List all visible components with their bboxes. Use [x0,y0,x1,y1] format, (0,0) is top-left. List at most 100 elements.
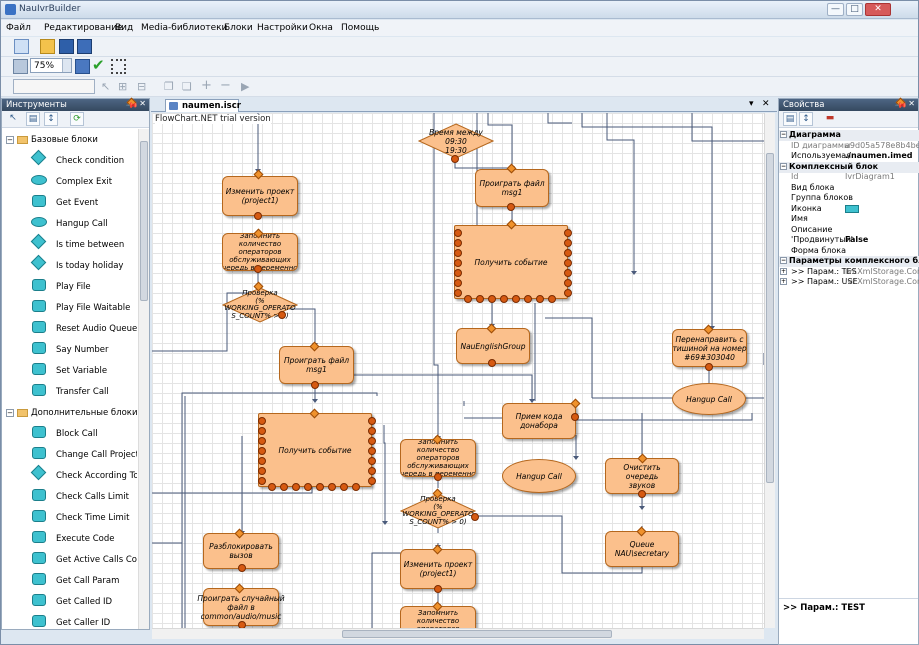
output-port-icon[interactable] [454,249,462,257]
output-port-icon[interactable] [454,239,462,247]
menu-windows[interactable]: Окна [309,23,333,33]
output-port-icon[interactable] [454,279,462,287]
play-random-node[interactable]: Проиграть случайный файл в common/audio/… [197,588,285,626]
change-project-node-1[interactable]: Изменить проект (project1) [222,176,298,216]
output-port-icon[interactable] [368,417,376,425]
close-button[interactable]: ✕ [865,3,891,16]
unblock-call-node[interactable]: Разблокировать вызов [203,533,279,569]
sort-az-icon[interactable]: ↕ [799,112,813,126]
hangup-call-node-2[interactable]: Hangup Call [502,459,576,493]
canvas-hscrollbar[interactable] [152,628,764,639]
remove-property-icon[interactable]: ▬ [825,113,835,123]
tool-item[interactable]: Change Call Project [32,447,137,460]
open-folder-icon[interactable] [40,39,55,54]
output-port-icon[interactable] [258,467,266,475]
tool-item[interactable]: Get Caller ID [32,615,110,628]
block-combo[interactable] [13,79,95,94]
output-port-icon[interactable] [434,473,442,481]
canvas-vscrollbar[interactable] [764,113,775,628]
remove-icon[interactable]: − [220,78,231,93]
output-port-icon[interactable] [328,483,336,491]
play-file-msg1-top[interactable]: Проиграть файл msg1 [475,169,549,207]
property-row[interactable]: 'Продвинутый'False [779,235,919,246]
tool-item[interactable]: Block Call [32,426,98,439]
output-port-icon[interactable] [258,427,266,435]
output-port-icon[interactable] [258,437,266,445]
output-port-icon[interactable] [471,513,479,521]
output-port-icon[interactable] [368,467,376,475]
pin-icon[interactable]: 📌 [894,97,908,113]
output-port-icon[interactable] [548,295,556,303]
align-right-icon[interactable]: ⊟ [137,80,147,93]
property-row[interactable]: Группа блоков [779,193,919,204]
output-port-icon[interactable] [238,621,246,628]
redirect-node[interactable]: Перенаправить с тишиной на номер #69#303… [672,329,747,367]
check-working-node-1[interactable]: Проверка (% WORKING_OPERATO S_COUNT% > 0… [222,287,298,323]
grid-icon[interactable] [111,59,126,74]
output-port-icon[interactable] [454,269,462,277]
print-icon[interactable] [13,59,28,74]
get-event-node-top[interactable]: Получить событие [454,225,568,299]
output-port-icon[interactable] [476,295,484,303]
tool-item[interactable]: Get Call Param [32,573,119,586]
output-port-icon[interactable] [564,269,572,277]
output-port-icon[interactable] [258,447,266,455]
collapse-icon[interactable]: − [6,408,14,417]
paste-icon[interactable]: ❏ [182,80,192,93]
pointer-icon[interactable]: ↖ [9,113,17,123]
zoom-select[interactable]: 75% [30,58,72,73]
tool-group[interactable]: −Дополнительные блоки [6,408,137,418]
property-row[interactable]: Используемая./naumen.imed [779,151,919,162]
output-port-icon[interactable] [507,203,515,211]
new-icon[interactable] [14,39,29,54]
output-port-icon[interactable] [488,359,496,367]
output-port-icon[interactable] [524,295,532,303]
tool-item[interactable]: Get Active Calls Count [32,552,137,565]
queue-secretary-node[interactable]: Queue NAU\secretary [605,531,679,567]
output-port-icon[interactable] [564,259,572,267]
output-port-icon[interactable] [564,239,572,247]
property-row[interactable]: Вид блока [779,183,919,194]
output-port-icon[interactable] [238,564,246,572]
tool-item[interactable]: Play File Waitable [32,300,130,313]
expand-icon[interactable]: + [780,267,787,275]
tool-item[interactable]: Say Number [32,342,108,355]
tool-item[interactable]: Play File [32,279,91,292]
tool-item[interactable]: Check Time Limit [32,510,129,523]
output-port-icon[interactable] [512,295,520,303]
output-port-icon[interactable] [268,483,276,491]
play-icon[interactable]: ▶ [241,80,250,93]
check-working-node-2[interactable]: Проверка (% WORKING_OPERATO S_COUNT% > 0… [400,493,476,529]
tool-item[interactable]: Check Calls Limit [32,489,129,502]
flowchart-canvas[interactable]: FlowChart.NET trial version Время между … [152,113,764,628]
tools-scrollbar[interactable] [138,129,149,629]
tool-item[interactable]: Check According To Regu [30,464,137,481]
receive-code-node[interactable]: Прием кода донабора [502,403,576,439]
output-port-icon[interactable] [434,585,442,593]
output-port-icon[interactable] [368,427,376,435]
property-row[interactable]: Описание [779,225,919,236]
tool-item[interactable]: Is today holiday [30,254,123,271]
close-panel-icon[interactable]: ✕ [139,99,146,108]
hangup-call-node-1[interactable]: Hangup Call [672,383,746,415]
expand-icon[interactable]: + [780,278,787,285]
tool-item[interactable]: Complex Exit [31,175,112,187]
menu-settings[interactable]: Настройки [257,23,308,33]
property-row[interactable]: Иконка [779,204,919,215]
menu-edit[interactable]: Редактирование [44,23,123,33]
add-icon[interactable]: + [201,78,212,93]
nau-english-group-node[interactable]: NauEnglishGroup [456,328,530,364]
output-port-icon[interactable] [454,289,462,297]
check-icon[interactable]: ✔ [92,56,105,74]
output-port-icon[interactable] [280,483,288,491]
output-port-icon[interactable] [258,417,266,425]
minimize-button[interactable]: — [827,3,844,16]
get-event-node-mid[interactable]: Получить событие [258,413,372,487]
tool-item[interactable]: Hangup Call [31,217,108,229]
time-between-node[interactable]: Время между 09:30 19:30 [418,123,494,159]
play-file-msg1-mid[interactable]: Проиграть файл msg1 [279,346,354,384]
output-port-icon[interactable] [368,447,376,455]
tool-item[interactable]: Set Variable [32,363,107,376]
save-icon[interactable] [59,39,74,54]
